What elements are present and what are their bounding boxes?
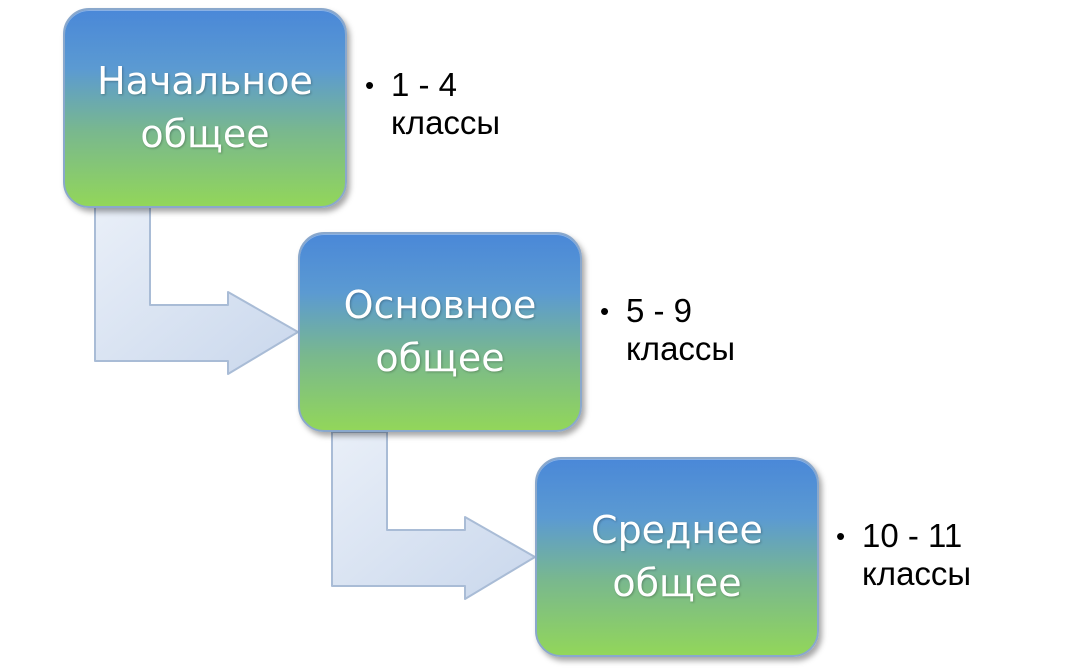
stage-box-basic: Основное общее — [298, 232, 582, 432]
stage-box-primary: Начальное общее — [63, 8, 347, 208]
grades-text-basic: 5 - 9 классы — [626, 292, 736, 367]
stage-title-secondary: Среднее общее — [591, 507, 763, 605]
stage-title-primary: Начальное общее — [97, 58, 313, 156]
bent-arrow-1-to-2 — [94, 206, 299, 375]
stage-box-secondary: Среднее общее — [535, 457, 819, 657]
stage-title-basic: Основное общее — [343, 282, 537, 380]
bullet-icon: • — [365, 70, 375, 100]
stage-grades-primary: • 1 - 4 классы — [365, 66, 500, 142]
bullet-icon: • — [600, 296, 610, 326]
grades-text-primary: 1 - 4 классы — [391, 66, 501, 141]
stage-grades-basic: • 5 - 9 классы — [600, 292, 735, 368]
grades-text-secondary: 10 - 11 классы — [862, 517, 972, 592]
stage-grades-secondary: • 10 - 11 классы — [836, 517, 971, 593]
bent-arrow-2-to-3 — [331, 431, 536, 600]
bullet-icon: • — [836, 521, 846, 551]
